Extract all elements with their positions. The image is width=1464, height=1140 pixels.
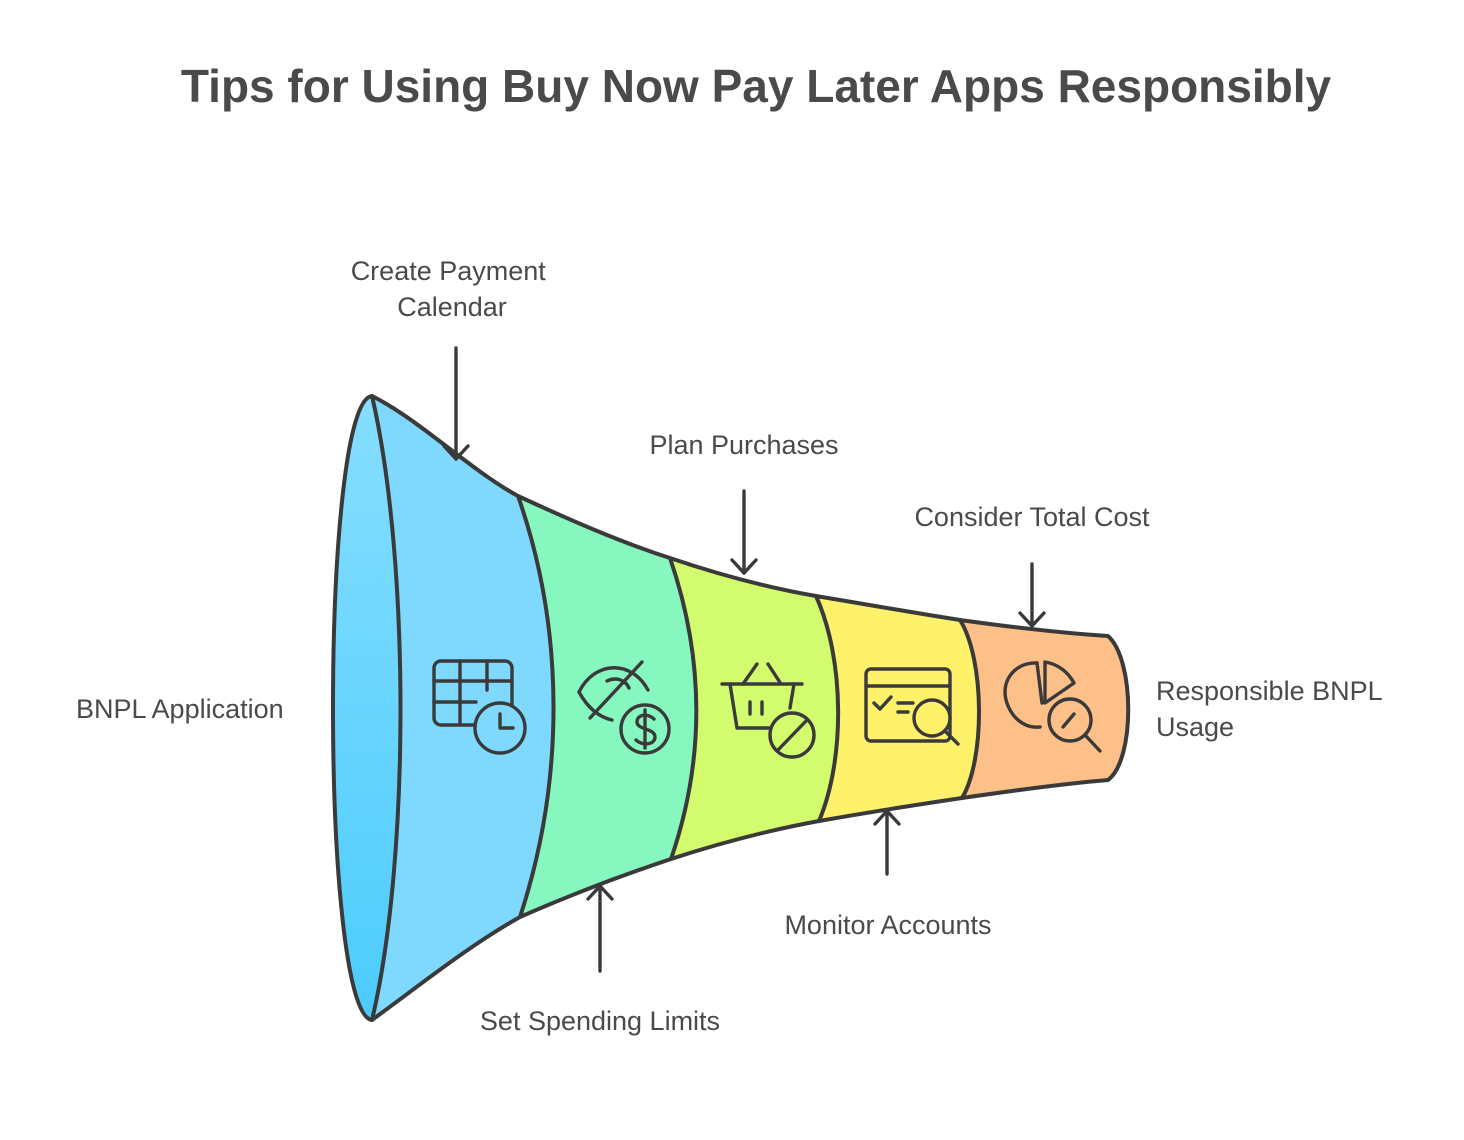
funnel-segment-set-spending-limits xyxy=(518,496,697,917)
funnel-mouth xyxy=(333,396,401,1020)
arrow-set-spending-limits xyxy=(586,884,614,973)
stage-label-create-payment-calendar: Create Payment Calendar xyxy=(351,256,554,322)
funnel-segment-create-payment-calendar xyxy=(372,396,554,1020)
calendar-clock-icon xyxy=(432,659,527,755)
browser-search-icon xyxy=(864,667,960,746)
arrow-consider-total-cost xyxy=(1018,562,1046,628)
stage-label-set-spending-limits: Set Spending Limits xyxy=(480,1006,720,1036)
stage-label-monitor-accounts: Monitor Accounts xyxy=(784,910,991,940)
diagram-title: Tips for Using Buy Now Pay Later Apps Re… xyxy=(181,60,1332,112)
arrow-plan-purchases xyxy=(730,489,758,575)
pie-chart-search-icon xyxy=(1003,660,1102,753)
start-label: BNPL Application xyxy=(76,694,284,724)
end-label: Responsible BNPL Usage xyxy=(1156,676,1389,742)
basket-blocked-icon xyxy=(720,662,816,759)
hidden-dollar-icon xyxy=(577,660,671,755)
funnel-outline xyxy=(331,394,1131,1022)
arrow-monitor-accounts xyxy=(873,809,901,876)
arrow-create-payment-calendar xyxy=(442,346,470,461)
funnel-segment-consider-total-cost xyxy=(960,620,1129,798)
stage-label-plan-purchases: Plan Purchases xyxy=(649,430,838,460)
funnel-segment-monitor-accounts xyxy=(816,596,980,821)
stage-label-consider-total-cost: Consider Total Cost xyxy=(914,502,1150,532)
funnel-body xyxy=(331,394,1131,1022)
funnel-segment-plan-purchases xyxy=(670,558,839,859)
